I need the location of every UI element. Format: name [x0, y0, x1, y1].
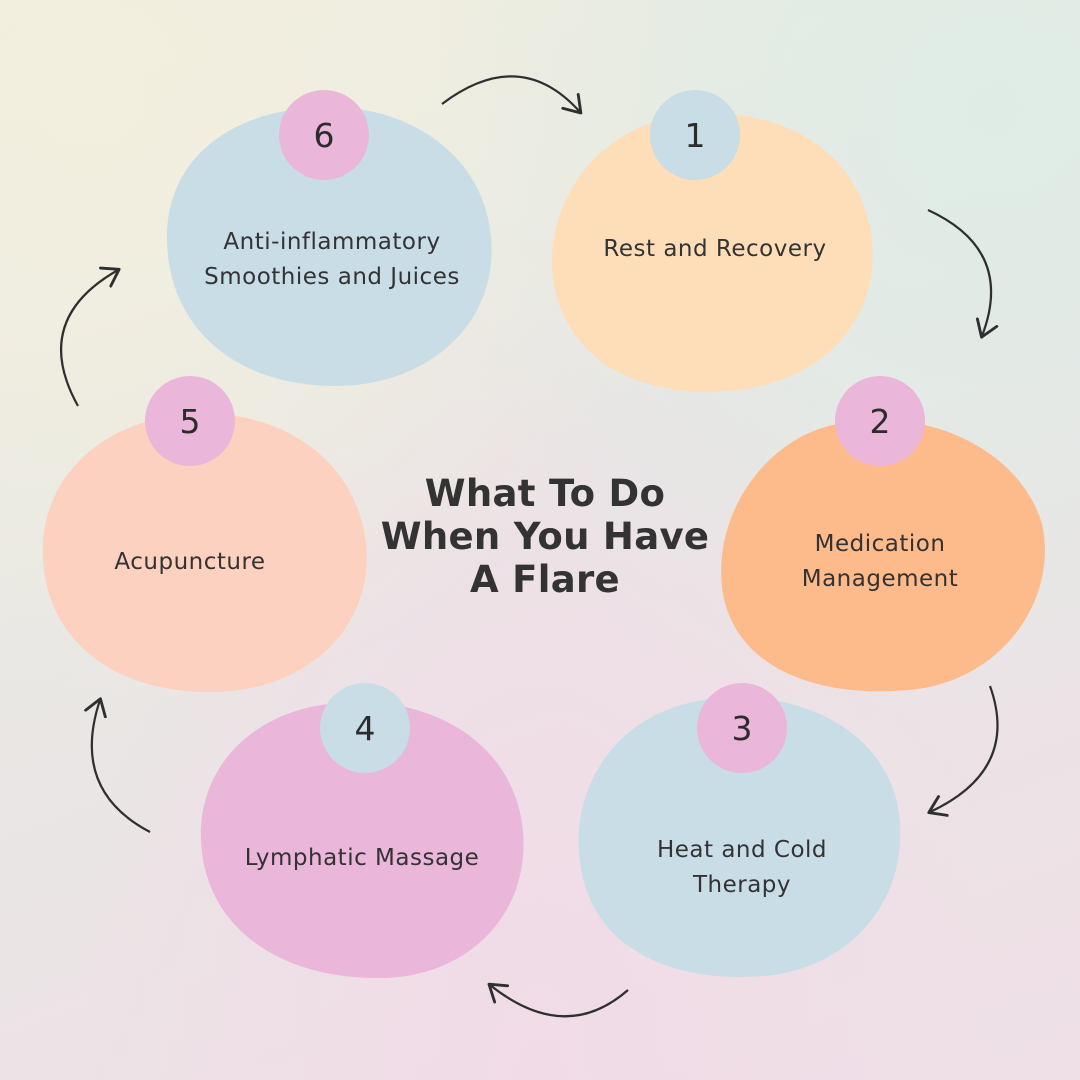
step-2-label-line-1: Medication	[814, 531, 946, 557]
step-6-label: Anti-inflammatory Smoothies and Juices	[162, 225, 502, 295]
arrow-5-to-6	[59, 270, 118, 407]
step-4-number: 4	[354, 708, 376, 748]
step-4-blob	[200, 701, 524, 979]
step-5-blob-shape	[42, 413, 367, 693]
step-1-number-badge: 1	[650, 90, 740, 180]
diagram-title-line-3: A Flare	[470, 558, 620, 601]
step-5-label: Acupuncture	[20, 545, 360, 580]
step-4-label-line-1: Lymphatic Massage	[244, 845, 480, 871]
step-2-number-badge: 2	[835, 376, 925, 466]
step-5-number-badge: 5	[145, 376, 235, 466]
step-1-label: Rest and Recovery	[545, 232, 885, 267]
step-6-label-line-1: Anti-inflammatory	[223, 229, 441, 255]
step-3-label-line-1: Heat and Cold	[656, 837, 828, 863]
arrow-3-to-4	[490, 985, 629, 1018]
step-3-number-badge: 3	[697, 683, 787, 773]
step-1-number: 1	[684, 115, 706, 155]
step-5-number: 5	[179, 401, 201, 441]
diagram-title: What To Do When You Have A Flare	[370, 472, 720, 601]
arrow-1-to-2	[927, 209, 991, 336]
step-6-blob	[166, 106, 492, 386]
step-6-label-line-2: Smoothies and Juices	[204, 264, 460, 290]
arrow-2-to-3	[930, 685, 999, 812]
step-2-label: Medication Management	[710, 527, 1050, 597]
step-6-number-badge: 6	[279, 90, 369, 180]
step-1-blob	[551, 113, 873, 392]
step-2-blob-shape	[721, 419, 1045, 692]
step-1-blob-shape	[551, 113, 873, 392]
diagram-title-line-2: When You Have	[380, 515, 710, 558]
step-3-label: Heat and Cold Therapy	[572, 833, 912, 903]
arrow-4-to-5	[92, 700, 151, 833]
diagram-title-line-1: What To Do	[424, 472, 666, 515]
step-2-blob	[721, 419, 1045, 692]
step-3-blob	[578, 697, 901, 978]
step-6-number: 6	[313, 115, 335, 155]
step-2-number: 2	[869, 401, 891, 441]
step-4-number-badge: 4	[320, 683, 410, 773]
step-6-blob-shape	[166, 106, 492, 386]
step-3-label-line-2: Therapy	[692, 872, 792, 898]
step-3-blob-shape	[578, 697, 901, 978]
step-2-label-line-2: Management	[801, 566, 959, 592]
step-5-blob	[42, 413, 367, 693]
step-5-label-line-1: Acupuncture	[114, 549, 266, 575]
step-4-label: Lymphatic Massage	[192, 841, 532, 876]
step-4-blob-shape	[200, 701, 524, 979]
arrow-6-to-1	[441, 75, 580, 112]
step-3-number: 3	[731, 708, 753, 748]
step-1-label-line-1: Rest and Recovery	[603, 236, 827, 262]
